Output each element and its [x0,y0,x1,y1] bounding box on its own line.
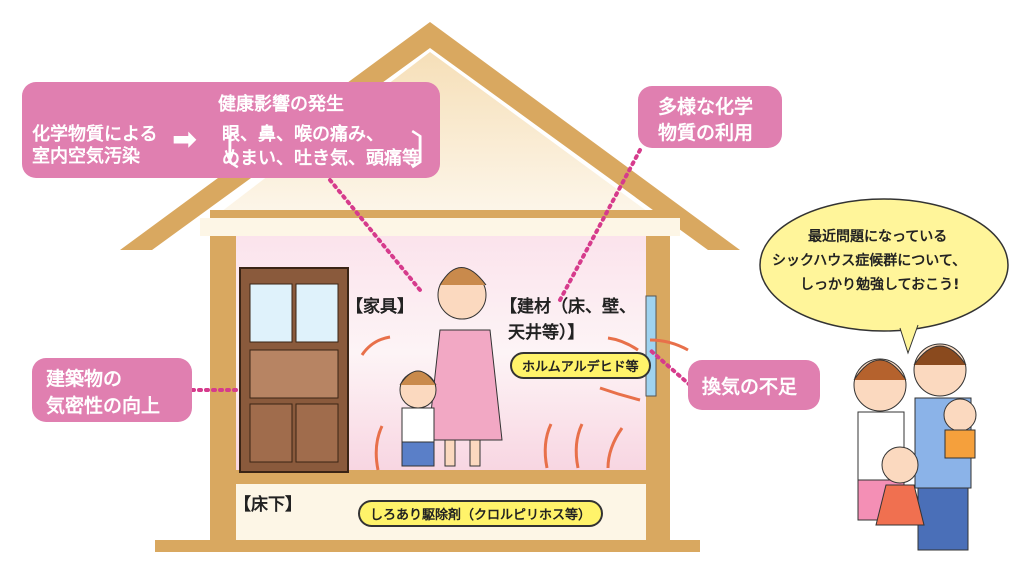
cause-line2: 室内空気汚染 [32,146,140,167]
mother-figure [427,267,503,467]
family-figures [853,343,977,551]
health-title: 健康影響の発生 [218,94,344,115]
chemical-line2: 物質の利用 [658,122,754,144]
symptoms-line2: めまい、吐き気、頭痛等 [222,148,420,169]
speech-line1: 最近問題になっている [808,229,948,245]
speech-bubble-shape [759,198,1009,332]
chemical-line1: 多様な化学 [658,96,754,118]
airtight-line1: 建築物の [46,368,123,390]
child-figure [399,370,437,467]
symptoms-line1: 眼、鼻、喉の痛み、 [222,124,384,145]
health-effect-callout: 化学物質による 室内空気汚染 ➡ 健康影響の発生 〔 眼、鼻、喉の痛み、 めまい… [22,82,450,178]
speech-line3: しっかり勉強しておこう! [800,277,960,293]
cabinet [239,267,349,473]
window [645,295,657,397]
termiticide-tag: しろあり駆除剤（クロルピリホス等） [358,500,604,527]
chemical-use-callout: 多様な化学 物質の利用 [638,86,782,148]
foundation [155,540,700,552]
ventilation-text: 換気の不足 [702,376,798,398]
leader-lines [190,148,692,392]
emission-arrows [360,335,689,471]
cause-line1: 化学物質による [32,124,158,145]
airtightness-callout: 建築物の 気密性の向上 [32,358,192,422]
speech-line2: シックハウス症候群について、 [772,253,967,269]
floor [236,470,646,484]
formaldehyde-tag: ホルムアルデヒド等 [510,352,651,379]
bracket-right: 〕 [410,128,450,174]
materials-label-line1: 【建材（床、壁、 [500,297,636,317]
airtight-line2: 気密性の向上 [46,395,161,417]
arrow-right-icon: ➡ [172,122,198,157]
ventilation-callout: 換気の不足 [688,360,820,410]
furniture-label: 【家具】 [346,297,414,317]
ceiling-band [200,218,680,236]
bracket-left: 〔 [200,128,240,174]
underfloor-label: 【床下】 [234,495,302,515]
materials-label-line2: 天井等）】 [508,323,585,343]
